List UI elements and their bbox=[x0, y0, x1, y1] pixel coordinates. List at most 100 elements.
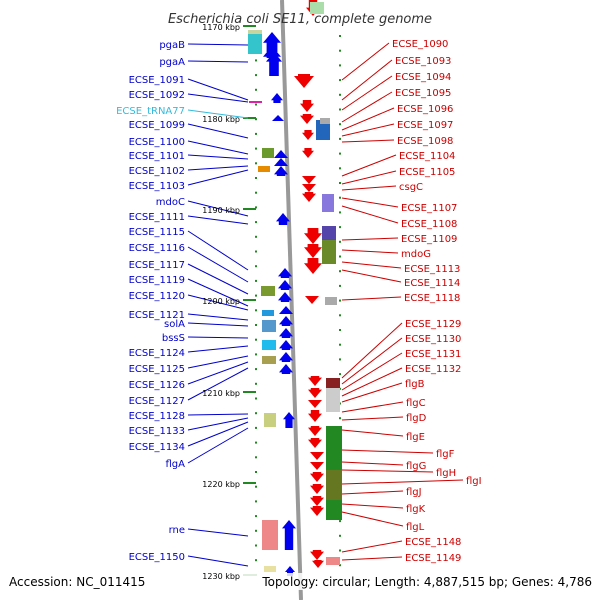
track-dot-left bbox=[255, 162, 257, 165]
gene-label-left: ECSE_1101 bbox=[129, 151, 185, 162]
track-dot-left bbox=[255, 147, 257, 150]
gene-label-right: ECSE_1114 bbox=[404, 278, 460, 289]
gene-label-right: mdoG bbox=[401, 249, 431, 260]
feature-block bbox=[320, 118, 330, 124]
gene-label-right: ECSE_1096 bbox=[397, 104, 453, 115]
callout-line-left bbox=[187, 294, 249, 311]
gene-label-right: ECSE_1094 bbox=[395, 72, 451, 83]
gene-arrow-minus bbox=[310, 462, 324, 470]
callout-line-right bbox=[341, 479, 464, 485]
tick-label: 1230 kbp bbox=[202, 572, 240, 581]
gene-label-left: ECSE_1099 bbox=[129, 120, 185, 131]
callout-line-left bbox=[187, 78, 249, 101]
track-dot-left bbox=[255, 353, 257, 356]
track-dot-right bbox=[339, 49, 341, 52]
gene-arrow-minus bbox=[294, 74, 314, 88]
gene-label-left: ECSE_1100 bbox=[129, 137, 185, 148]
gene-label-right: flgJ bbox=[406, 487, 422, 498]
track-dot-left bbox=[255, 221, 257, 224]
track-dot-left bbox=[255, 177, 257, 179]
gene-arrow-minus bbox=[300, 114, 314, 124]
callout-line-right bbox=[341, 429, 404, 437]
gene-label-left: ECSE_1120 bbox=[129, 291, 185, 302]
callout-line-left bbox=[187, 313, 249, 321]
track-dot-left bbox=[255, 397, 257, 400]
gene-arrow-minus bbox=[302, 130, 314, 140]
track-dot-right bbox=[339, 182, 341, 184]
gene-label-left: flgA bbox=[166, 459, 186, 470]
track-dot-right bbox=[339, 137, 341, 140]
gene-arrow-plus bbox=[272, 115, 284, 121]
gene-arrow-plus bbox=[266, 52, 282, 76]
gene-label-right: ECSE_1132 bbox=[405, 364, 461, 375]
callout-line-right bbox=[341, 249, 399, 254]
track-dot-right bbox=[339, 64, 341, 67]
callout-line-right bbox=[341, 237, 399, 241]
gene-label-right: flgF bbox=[436, 449, 455, 460]
track-dot-left bbox=[255, 118, 257, 121]
feature-block bbox=[262, 520, 278, 550]
gene-label-right: ECSE_1113 bbox=[404, 264, 460, 275]
callout-line-left bbox=[187, 230, 249, 271]
gene-label-right: ECSE_1129 bbox=[405, 319, 461, 330]
gene-arrow-minus bbox=[308, 388, 322, 398]
gene-label-right: flgD bbox=[406, 413, 427, 424]
feature-block bbox=[262, 340, 276, 350]
gene-arrow-minus bbox=[308, 400, 322, 408]
callout-line-left bbox=[187, 421, 249, 447]
gene-label-left: ECSE_1111 bbox=[129, 212, 185, 223]
gene-label-right: flgG bbox=[406, 461, 426, 472]
tick-label: 1170 kbp bbox=[202, 23, 240, 32]
gene-arrow-minus bbox=[304, 244, 322, 258]
gene-arrow-minus bbox=[310, 484, 324, 494]
gene-label-left: ECSE_1128 bbox=[129, 411, 185, 422]
track-dot-right bbox=[339, 520, 341, 523]
track-dot-left bbox=[255, 88, 257, 91]
gene-label-left: ECSE_1121 bbox=[129, 310, 185, 321]
gene-label-right: ECSE_1148 bbox=[405, 537, 461, 548]
callout-line-right bbox=[341, 382, 403, 403]
track-dot-left bbox=[255, 500, 257, 503]
callout-line-left bbox=[187, 200, 249, 217]
callout-line-left bbox=[187, 140, 249, 155]
track-dot-left bbox=[255, 206, 257, 209]
feature-block bbox=[262, 356, 276, 364]
track-dot-right bbox=[339, 314, 341, 317]
track-dot-left bbox=[255, 265, 257, 268]
gene-label-left: ECSE_1102 bbox=[129, 166, 185, 177]
callout-line-right bbox=[341, 511, 404, 527]
gene-label-left: ECSE_1115 bbox=[129, 227, 185, 238]
gene-label-left: ECSE_1117 bbox=[129, 260, 185, 271]
track-dot-left bbox=[255, 250, 257, 253]
track-dot-left bbox=[255, 103, 257, 106]
track-dot-left bbox=[255, 324, 257, 326]
feature-block bbox=[248, 30, 262, 34]
callout-line-right bbox=[341, 401, 404, 413]
gene-arrow-minus bbox=[302, 184, 316, 192]
track-dot-right bbox=[339, 284, 341, 287]
feature-block bbox=[264, 566, 276, 572]
gene-label-right: flgL bbox=[406, 522, 425, 533]
track-dot-right bbox=[339, 226, 341, 229]
gene-label-left: ECSE_1127 bbox=[129, 396, 185, 407]
gene-label-right: csgC bbox=[399, 182, 423, 193]
feature-block bbox=[248, 32, 262, 54]
gene-label-right: ECSE_1107 bbox=[401, 203, 457, 214]
gene-label-right: flgH bbox=[436, 468, 456, 479]
callout-line-right bbox=[341, 197, 399, 208]
gene-arrow-minus bbox=[308, 410, 322, 422]
tick-label: 1180 kbp bbox=[202, 115, 240, 124]
callout-line-right bbox=[341, 503, 404, 509]
gene-label-left: ECSE_1124 bbox=[129, 348, 185, 359]
callout-line-right bbox=[341, 540, 403, 553]
gene-label-left: ECSE_1125 bbox=[129, 364, 185, 375]
track-dot-right bbox=[339, 299, 341, 302]
callout-line-right bbox=[341, 154, 397, 177]
callout-line-left bbox=[187, 417, 249, 431]
track-dot-left bbox=[255, 338, 257, 341]
callout-line-right bbox=[341, 337, 403, 385]
gene-label-left: ECSE_1092 bbox=[129, 90, 185, 101]
callout-line-right bbox=[341, 107, 395, 131]
gene-arrow-minus bbox=[312, 560, 324, 568]
